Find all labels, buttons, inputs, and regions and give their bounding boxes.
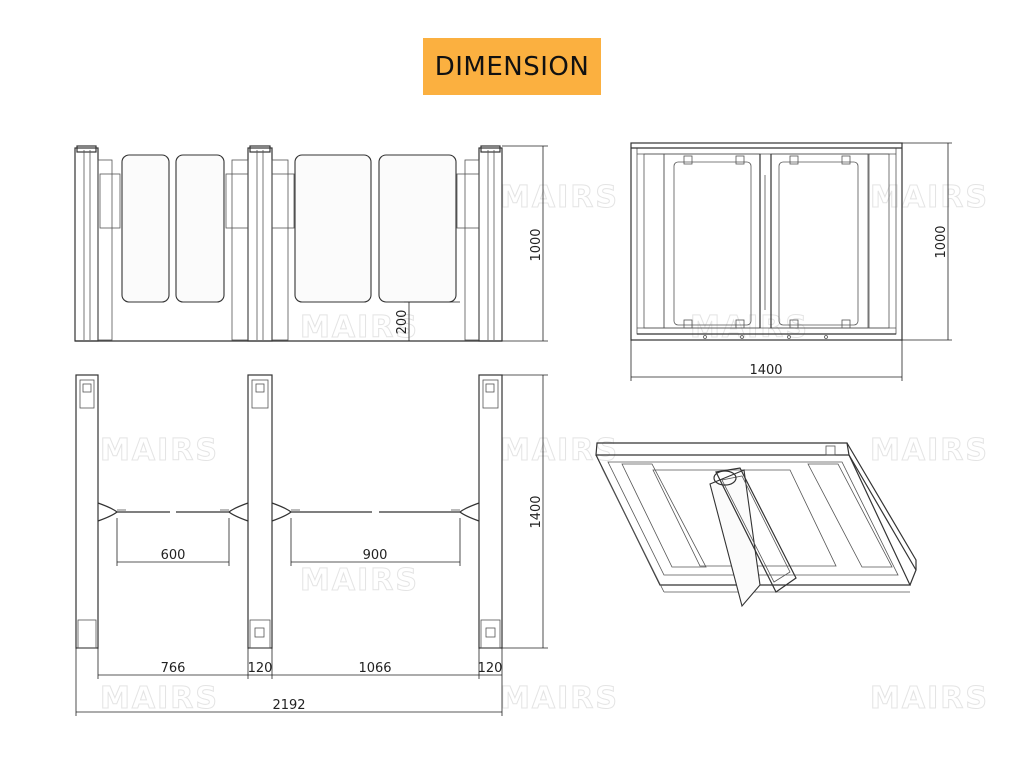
- watermark: MAIRS: [500, 681, 619, 716]
- side-elevation: [630, 142, 903, 341]
- dim-side-width: 1400: [749, 363, 782, 378]
- title-banner: DIMENSION: [423, 38, 601, 95]
- dim-flap-gap-1: 600: [161, 548, 186, 563]
- watermark: MAIRS: [300, 310, 419, 345]
- watermark: MAIRS: [300, 563, 419, 598]
- dim-overall-width: 2192: [272, 698, 305, 713]
- front-dimensions: 1000 200: [395, 145, 548, 342]
- front-elevation: [74, 145, 503, 342]
- dim-front-clearance: 200: [395, 310, 410, 335]
- dim-pitch-1: 766: [161, 661, 186, 676]
- watermark-layer: MAIRS MAIRS MAIRS MAIRS MAIRS MAIRS MAIR…: [100, 180, 989, 717]
- title-text: DIMENSION: [434, 51, 590, 82]
- watermark: MAIRS: [500, 180, 619, 215]
- watermark: MAIRS: [870, 433, 989, 468]
- side-dimensions: 1000 1400: [630, 142, 952, 381]
- watermark: MAIRS: [100, 681, 219, 716]
- plan-view: [75, 374, 503, 649]
- dim-post-2: 120: [478, 661, 503, 676]
- dim-pitch-2: 1066: [358, 661, 391, 676]
- dim-top-depth: 1400: [529, 495, 544, 528]
- dim-front-height: 1000: [529, 228, 544, 261]
- dim-post-1: 120: [248, 661, 273, 676]
- watermark: MAIRS: [870, 180, 989, 215]
- isometric-view: [595, 442, 917, 608]
- watermark: MAIRS: [500, 433, 619, 468]
- watermark: MAIRS: [870, 681, 989, 716]
- dim-side-height: 1000: [934, 225, 949, 258]
- dim-flap-gap-2: 900: [363, 548, 388, 563]
- watermark: MAIRS: [100, 433, 219, 468]
- plan-dimensions: 600 900 1400 766 120 1066 120 2192: [75, 374, 548, 716]
